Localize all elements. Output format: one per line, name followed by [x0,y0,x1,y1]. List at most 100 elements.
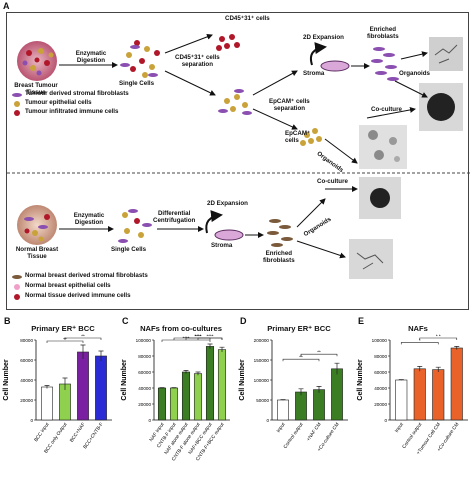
error-bar [183,370,189,374]
legend-fibroblasts-top: Tumour derived stromal fibroblasts [25,90,129,97]
y-axis-label: Cell Number [239,359,246,401]
significance-bracket [282,358,320,362]
chart-title: NAFs [408,324,428,333]
culture-dish-icon-bottom [205,210,244,241]
significance-label: ** [81,334,85,339]
tumour-tissue-icon [17,41,57,81]
y-tick-label: 60000 [138,370,151,375]
cd45-cells-icon [216,34,240,51]
enriched-fibroblasts-label-bottom: Enriched fibroblasts [263,250,295,264]
chart-svg: Cell Number020000400006000080000100000NA… [121,334,230,462]
immune-legend-icon-bottom [14,294,20,300]
micrograph-organoids-bottom [349,239,393,279]
error-bar [44,385,50,389]
panel-letter-c: C [122,316,129,326]
epithelial-legend-icon-top [14,101,20,107]
category-label: BCC input [33,421,51,443]
y-tick-label: 20000 [374,402,387,407]
bar [450,347,463,421]
legend-fibroblasts-bottom: Normal breast derived stromal fibroblast… [25,272,148,279]
bar [95,355,107,421]
epcam-cells-label: EpCAM⁺ cells [285,130,311,144]
y-tick-label: 40000 [20,378,33,383]
bar [413,368,426,421]
stroma-label-top: Stroma [303,70,325,77]
error-bar [280,399,286,401]
chart-title: Primary ER⁺ BCC [31,324,95,333]
y-tick-label: 200000 [254,338,270,343]
bar [157,387,167,421]
category-label: +NAF CM [306,422,323,443]
significance-bracket [419,337,458,340]
single-cells-icon-top [120,40,160,78]
organoids-label-top: Organoids [399,70,430,77]
bar [169,387,179,421]
significance-bracket [400,342,439,345]
enriched-fibroblasts-label-top: Enriched fibroblasts [367,26,399,40]
expansion-label-top: 2D Expansion [303,34,344,41]
y-tick-label: 0 [148,418,151,423]
y-tick-label: 80000 [20,338,33,343]
chart-svg: Cell Number020000400006000080000100000In… [357,334,468,456]
micrograph-fibroblasts-top [429,37,463,71]
y-tick-label: 60000 [374,370,387,375]
significance-bracket [64,337,102,340]
significance-label: ** [317,350,321,355]
y-tick-label: 0 [30,418,33,423]
fibroblast-legend-icon-top [12,93,22,97]
epcam-cells-icon [300,128,322,146]
y-axis-label: Cell Number [357,359,364,401]
significance-bracket [300,353,338,357]
error-bar [62,377,68,390]
bar [331,368,343,421]
y-tick-label: 100000 [136,338,152,343]
bar [313,389,325,421]
legend-immune-top: Tumour infiltrated immune cells [25,108,119,115]
y-axis-label: Cell Number [3,359,10,401]
y-tick-label: 100000 [372,338,388,343]
single-cells-icon-bottom [118,209,152,243]
error-bar [316,386,322,393]
significance-label: * * [436,334,441,339]
significance-label: * [419,338,421,343]
differential-centrifugation-label: Differential Centrifugation [153,210,196,224]
single-cells-label-top: Single Cells [119,80,155,87]
chart-title: Primary ER⁺ BCC [267,324,331,333]
panel-a-workflow: Breast Tumour Tissue Enzymatic Digestion… [6,12,470,310]
error-bar [195,371,201,376]
enriched-fibroblasts-icon-bottom [267,219,293,247]
y-tick-label: 150000 [254,358,270,363]
y-axis-label: Cell Number [121,359,128,401]
panel-letter-e: E [358,316,365,326]
bar [277,399,289,421]
y-tick-label: 80000 [138,354,151,359]
cd45-separation-label: CD45⁺31⁺ cells separation [175,54,220,68]
panel-letter-a: A [3,1,10,11]
remaining-cells-icon [218,89,252,115]
error-bar [80,344,86,359]
bar [77,351,89,421]
cd45-cells-label: CD45⁺31⁺ cells [225,15,270,22]
y-tick-label: 20000 [20,398,33,403]
panel-letter-d: D [240,316,247,326]
chart-svg: Cell Number050000100000150000200000Input… [239,338,348,453]
fibroblast-legend-icon-bottom [12,275,22,279]
immune-legend-icon-top [14,110,20,116]
error-bar [171,387,177,389]
panel-letter-b: B [4,316,11,326]
bar [295,391,307,421]
expansion-label-bottom: 2D Expansion [207,200,248,207]
legend-epithelial-top: Tumour epithelial cells [25,99,92,106]
coculture-label-top: Co-culture [371,106,402,113]
significance-label: **** [206,334,213,339]
culture-dish-icon-top [309,42,350,72]
bar [41,386,53,421]
y-tick-label: 20000 [138,402,151,407]
error-bar [334,362,340,375]
micrograph-organoids-top [359,125,407,169]
legend-epithelial-bottom: Normal breast epithelial cells [25,282,111,289]
y-tick-label: 60000 [20,358,33,363]
